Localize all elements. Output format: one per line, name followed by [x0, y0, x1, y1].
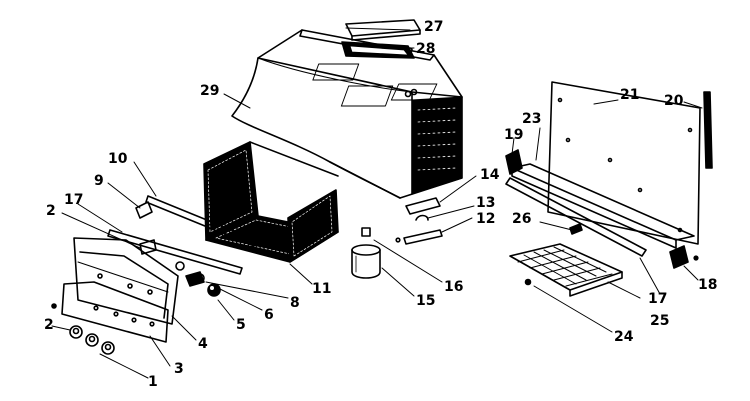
callout-5: 5: [236, 317, 246, 333]
callout-17-right: 17: [648, 291, 668, 307]
bracket-part-14: [405, 197, 441, 215]
vent-plate-part-28: [341, 41, 415, 59]
callout-13: 13: [476, 195, 496, 211]
callout-29: 29: [200, 83, 220, 99]
callout-9: 9: [94, 173, 104, 189]
rod-part-20: [703, 91, 713, 169]
filter-basket-part-11: [203, 141, 339, 263]
callout-11: 11: [312, 281, 332, 297]
callout-24: 24: [614, 329, 634, 345]
callout-17-left: 17: [64, 192, 84, 208]
back-panel-part-21: [547, 81, 701, 245]
bracket-part-9: [135, 201, 153, 219]
callout-27: 27: [424, 19, 444, 35]
bracket-part-19: [505, 149, 523, 175]
screw-part-24: [524, 278, 532, 286]
knobs-part-1: [69, 325, 115, 355]
callout-1: 1: [148, 374, 158, 390]
callout-21: 21: [620, 87, 640, 103]
callout-4: 4: [198, 336, 208, 352]
callout-20: 20: [664, 93, 684, 109]
callout-23: 23: [522, 111, 542, 127]
callout-2-lower: 2: [44, 317, 54, 333]
clip-part-26: [569, 223, 583, 235]
bracket-part-18: [669, 245, 699, 269]
callout-6: 6: [264, 307, 274, 323]
leader-lines: [51, 27, 703, 379]
canister-part-15: [351, 244, 381, 279]
clip-part-13: [415, 214, 429, 221]
rail-part-12: [395, 229, 443, 245]
callout-2-upper: 2: [46, 203, 56, 219]
callout-26: 26: [512, 211, 532, 227]
callout-15: 15: [416, 293, 436, 309]
callout-16: 16: [444, 279, 464, 295]
callout-12: 12: [476, 211, 496, 227]
callout-10: 10: [108, 151, 128, 167]
callout-25: 25: [650, 313, 670, 329]
hood-body-part-29: [231, 29, 463, 199]
front-panel-part-4: [73, 237, 179, 325]
screw-part-2-bottom: [51, 303, 57, 309]
callout-18: 18: [698, 277, 718, 293]
switch-part-8: [185, 271, 205, 287]
callout-3: 3: [174, 361, 184, 377]
callout-8: 8: [290, 295, 300, 311]
fitting-part-16: [361, 227, 371, 237]
callout-28: 28: [416, 41, 436, 57]
callout-19: 19: [504, 127, 524, 143]
vent-cover-part-27: [345, 19, 421, 41]
rail-part-10: [145, 195, 257, 247]
fascia-part-3: [61, 281, 169, 343]
rail-part-17-right: [505, 177, 647, 257]
callout-14: 14: [480, 167, 500, 183]
grate-part-25: [509, 243, 623, 297]
